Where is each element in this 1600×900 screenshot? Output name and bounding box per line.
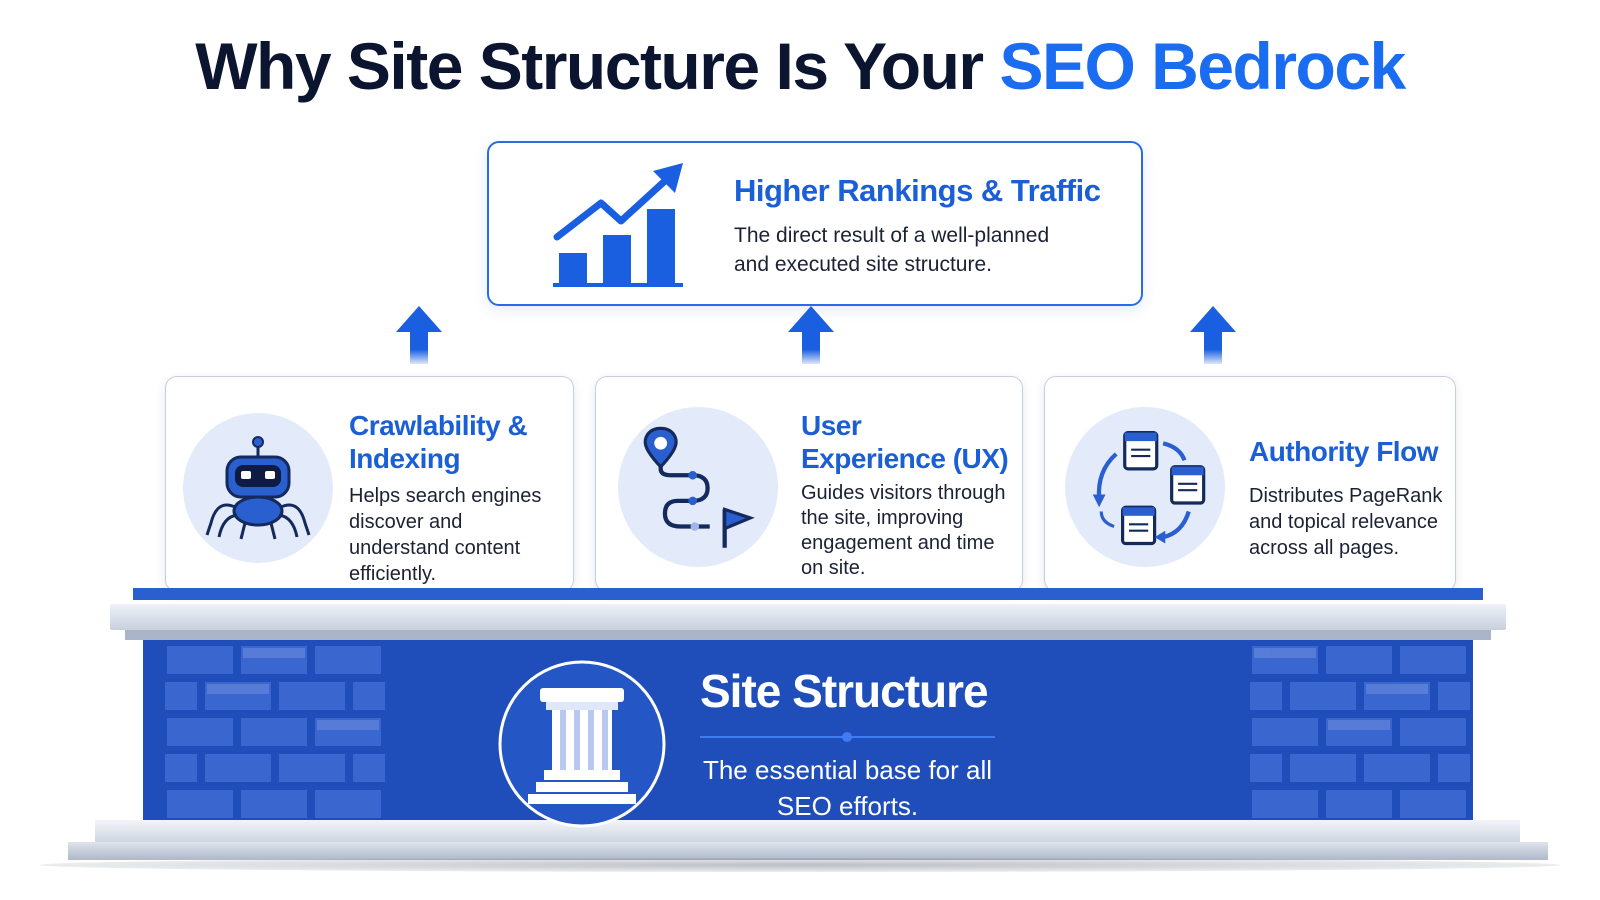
pillar-description: Guides visitors through the site, improv… bbox=[801, 482, 1006, 579]
pillar-card-authority: Authority Flow Distributes PageRank and … bbox=[1044, 376, 1456, 592]
top-slab bbox=[110, 604, 1506, 630]
up-arrow-icon bbox=[788, 306, 834, 364]
result-title: Higher Rankings & Traffic bbox=[734, 173, 1101, 208]
ground-shadow bbox=[40, 858, 1560, 872]
foundation-divider bbox=[700, 732, 995, 742]
title-main: Why Site Structure Is Your bbox=[195, 29, 984, 103]
foundation-title: Site Structure bbox=[700, 665, 989, 717]
pillar-column-icon bbox=[498, 660, 666, 828]
up-arrow-icon bbox=[1190, 306, 1236, 364]
pillar-title: Crawlability & Indexing bbox=[349, 410, 528, 474]
pillar-title: User Experience (UX) bbox=[801, 410, 1009, 474]
linked-pages-icon bbox=[1092, 431, 1206, 546]
pillar-description: Helps search engines discover and unders… bbox=[349, 485, 542, 585]
growth-chart-icon bbox=[553, 163, 683, 287]
brick-wall-right bbox=[1250, 642, 1470, 820]
up-arrow-icon bbox=[396, 306, 442, 364]
pillar-card-ux: User Experience (UX) Guides visitors thr… bbox=[595, 376, 1023, 592]
shelf-strip bbox=[133, 588, 1483, 600]
foundation-description: The essential base for all SEO efforts. bbox=[702, 755, 993, 821]
ground-slab bbox=[68, 842, 1548, 860]
bottom-step bbox=[95, 820, 1520, 842]
result-card: Higher Rankings & Traffic The direct res… bbox=[487, 141, 1143, 306]
brick-wall-left bbox=[165, 642, 385, 820]
pillar-description: Distributes PageRank and topical relevan… bbox=[1249, 485, 1443, 559]
pillar-title: Authority Flow bbox=[1249, 436, 1438, 467]
page-title: Why Site Structure Is Your SEO Bedrock bbox=[0, 28, 1600, 104]
title-accent: SEO Bedrock bbox=[999, 29, 1406, 103]
route-path-icon bbox=[643, 426, 755, 548]
spider-bot-icon bbox=[205, 436, 311, 540]
pillar-card-crawlability: Crawlability & Indexing Helps search eng… bbox=[165, 376, 574, 592]
result-description: The direct result of a well-planned and … bbox=[734, 224, 1050, 276]
slab-shadow bbox=[125, 630, 1491, 640]
